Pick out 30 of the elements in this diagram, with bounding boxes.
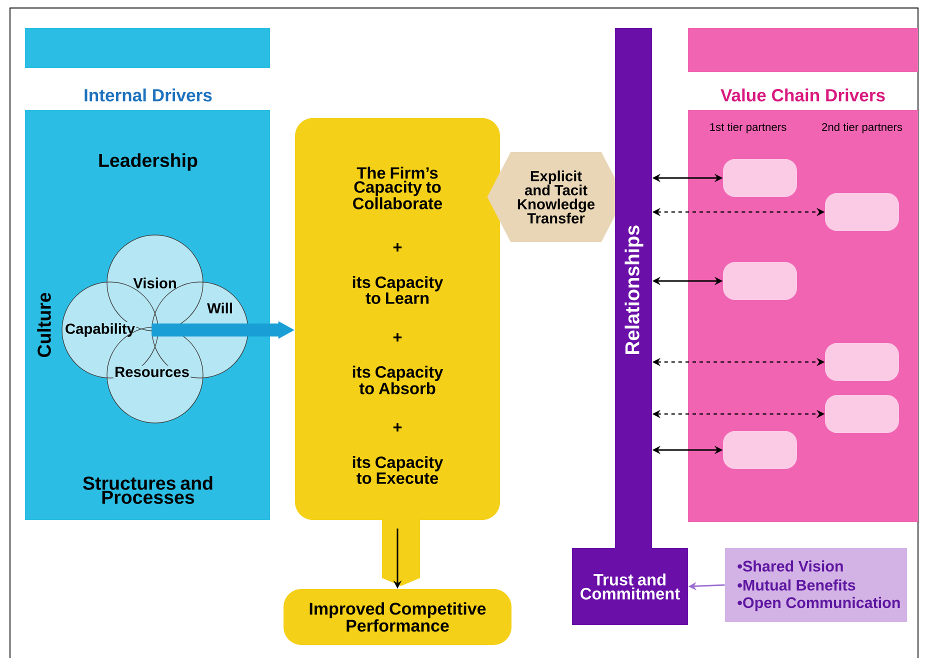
- plus-sign: +: [393, 333, 402, 342]
- bullet-item: •Open Communication: [738, 596, 900, 612]
- driver-label: Leadership: [99, 153, 198, 171]
- plus-sign: +: [393, 243, 402, 252]
- partner-box: [825, 395, 899, 433]
- partner-box: [723, 431, 798, 469]
- column-heading: 1st tier partners: [710, 122, 786, 134]
- result-box: Improved Competitive Performance: [284, 589, 512, 645]
- bar-label: Relationships: [624, 226, 644, 354]
- panel-heading: Internal Drivers: [84, 88, 212, 102]
- trust-box: Trust and Commitment: [572, 548, 688, 625]
- bullet-item: •Mutual Benefits: [738, 579, 856, 591]
- capacity-label: The Firm’s Capacity to Collaborate: [353, 166, 442, 210]
- column-heading: 2nd tier partners: [822, 122, 902, 134]
- partner-box: [825, 343, 899, 381]
- capacity-label: its Capacity to Execute: [352, 456, 444, 484]
- capacity-label: its Capacity to Absorb: [352, 366, 444, 394]
- partner-box: [723, 159, 798, 197]
- plus-sign: +: [393, 423, 402, 432]
- driver-label: Structures and Processes: [83, 476, 212, 504]
- partner-box: [825, 193, 899, 231]
- capacity-label: its Capacity to Learn: [352, 276, 444, 304]
- circle-label: Capability: [64, 322, 136, 338]
- driver-label: Culture: [37, 292, 51, 358]
- partner-box: [723, 262, 798, 300]
- knowledge-hexagon: Explicit and Tacit Knowledge Transfer: [487, 152, 625, 242]
- circle-label: Will: [206, 302, 234, 314]
- circle-label: Resources: [113, 366, 191, 378]
- bullet-item: •Shared Vision: [738, 560, 843, 572]
- panel-heading: Value Chain Drivers: [720, 88, 885, 102]
